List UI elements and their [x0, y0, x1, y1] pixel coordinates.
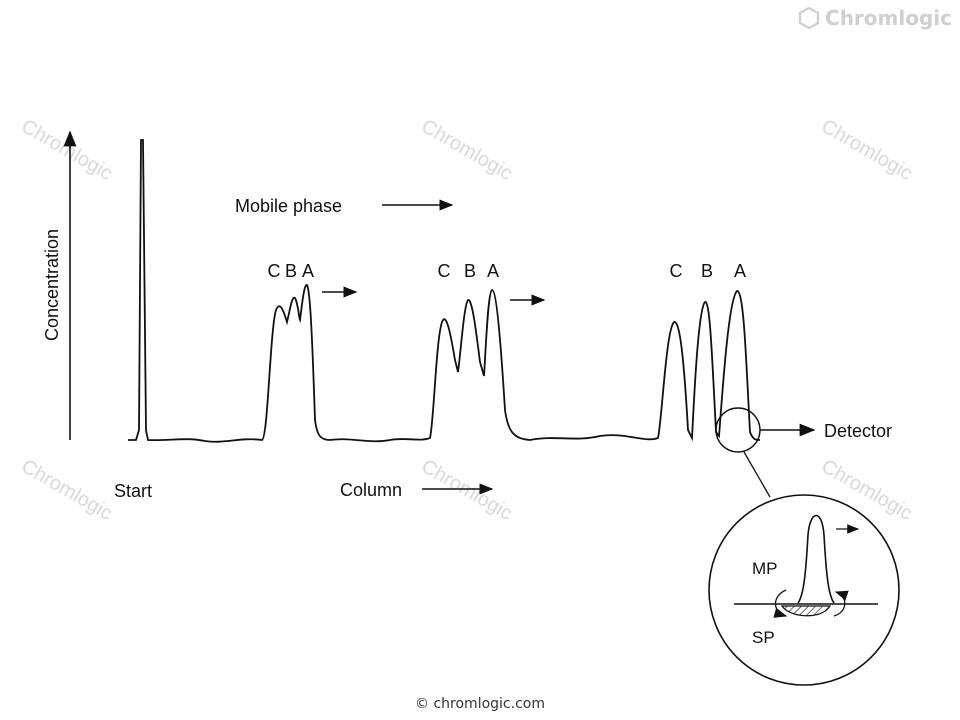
peak-label: A — [302, 261, 314, 281]
column-label: Column — [340, 480, 402, 500]
peak-label: C — [438, 261, 451, 281]
mobile-phase-peak — [797, 514, 835, 604]
peak-label: C — [268, 261, 281, 281]
watermarks: Chromlogic Chromlogic Chromlogic Chromlo… — [18, 115, 917, 525]
brand-logo: Chromlogic — [797, 6, 952, 30]
peak-label: A — [487, 261, 499, 281]
watermark-text: Chromlogic — [418, 455, 517, 525]
peak-group-2: C B A — [438, 261, 500, 281]
magnified-inset: MP SP — [708, 494, 900, 686]
peak-label: B — [285, 261, 297, 281]
mp-label: MP — [752, 559, 778, 578]
sp-label: SP — [752, 628, 775, 647]
watermark-text: Chromlogic — [18, 455, 117, 525]
peak-label: A — [734, 261, 746, 281]
mobile-phase-label: Mobile phase — [235, 196, 342, 216]
hexagon-icon — [798, 6, 820, 30]
brand-name: Chromlogic — [825, 6, 952, 30]
peak-label: C — [670, 261, 683, 281]
zoom-connector — [743, 451, 771, 498]
detector-circle — [715, 407, 761, 453]
watermark-text: Chromlogic — [818, 115, 917, 185]
exchange-arrow-right — [833, 590, 849, 617]
start-label: Start — [114, 481, 152, 501]
copyright-footer: © chromlogic.com — [415, 696, 545, 712]
chromatogram-trace — [128, 139, 761, 443]
y-axis-label: Concentration — [42, 229, 62, 341]
watermark-text: Chromlogic — [418, 115, 517, 185]
exchange-arrow-left — [773, 589, 788, 618]
peak-label: B — [701, 261, 713, 281]
peak-group-3: C B A — [670, 261, 747, 281]
peak-group-1: C B A — [268, 261, 315, 281]
peak-label: B — [464, 261, 476, 281]
watermark-text: Chromlogic — [18, 115, 117, 185]
detector-label: Detector — [824, 421, 892, 441]
